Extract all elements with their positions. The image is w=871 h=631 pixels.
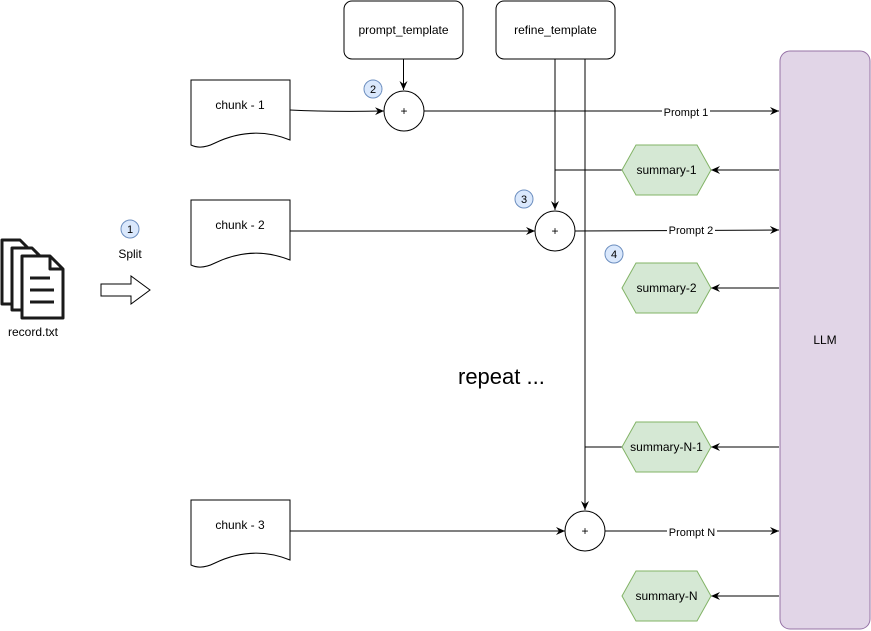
split-arrow	[100, 275, 151, 305]
summary-1-label: summary-1	[636, 163, 696, 177]
chunk-document-2: chunk - 2	[190, 199, 291, 268]
prompt-1-label: Prompt 1	[664, 107, 709, 119]
chunk-1-label: chunk - 1	[215, 98, 265, 112]
summary-hexagon-1: summary-1	[621, 144, 712, 196]
split-label: Split	[118, 247, 142, 261]
step-badge-4: 4	[604, 244, 624, 264]
summary-n-1-label: summary-N-1	[630, 440, 703, 454]
summary-2-label: summary-2	[636, 281, 696, 295]
prompt-n-label-group: Prompt N	[667, 525, 717, 539]
step-badge-3-label: 3	[521, 194, 527, 206]
prompt-n-label: Prompt N	[669, 527, 716, 539]
step-badge-1-label: 1	[127, 224, 133, 236]
chunk-document-3: chunk - 3	[190, 499, 291, 568]
prompt-template-box: prompt_template	[343, 0, 464, 60]
chunk-2-label: chunk - 2	[215, 218, 265, 232]
prompt-2-label: Prompt 2	[669, 225, 714, 237]
llm-label: LLM	[813, 333, 836, 347]
step-badge-1: 1	[120, 219, 140, 239]
step-badge-2-label: 2	[370, 84, 376, 96]
step-badge-3: 3	[514, 189, 534, 209]
chunk-3-label: chunk - 3	[215, 518, 265, 532]
connectors	[289, 59, 780, 600]
llm-block: LLM	[779, 50, 871, 630]
repeat-label: repeat ...	[458, 364, 545, 389]
combiner-node-1: +	[383, 90, 425, 132]
prompt-template-label: prompt_template	[358, 23, 448, 37]
document-stack-icon	[0, 238, 65, 320]
combiner-n-symbol: +	[581, 524, 588, 538]
summary-n-label: summary-N	[636, 589, 698, 603]
combiner-node-n: +	[564, 510, 606, 552]
summary-hexagon-n: summary-N	[621, 570, 712, 622]
refine-template-label: refine_template	[514, 23, 597, 37]
source-file-label: record.txt	[8, 325, 59, 339]
prompt-2-label-group: Prompt 2	[667, 224, 715, 237]
combiner-1-symbol: +	[400, 104, 407, 118]
summary-hexagon-2: summary-2	[621, 262, 712, 314]
step-badge-2: 2	[363, 79, 383, 99]
refine-template-box: refine_template	[495, 0, 616, 60]
combiner-2-symbol: +	[551, 224, 558, 238]
summary-hexagon-n-1: summary-N-1	[621, 421, 712, 473]
combiner-node-2: +	[534, 210, 576, 252]
chunk-document-1: chunk - 1	[190, 79, 291, 148]
step-badge-4-label: 4	[611, 249, 617, 261]
prompt-1-label-group: Prompt 1	[662, 105, 710, 119]
